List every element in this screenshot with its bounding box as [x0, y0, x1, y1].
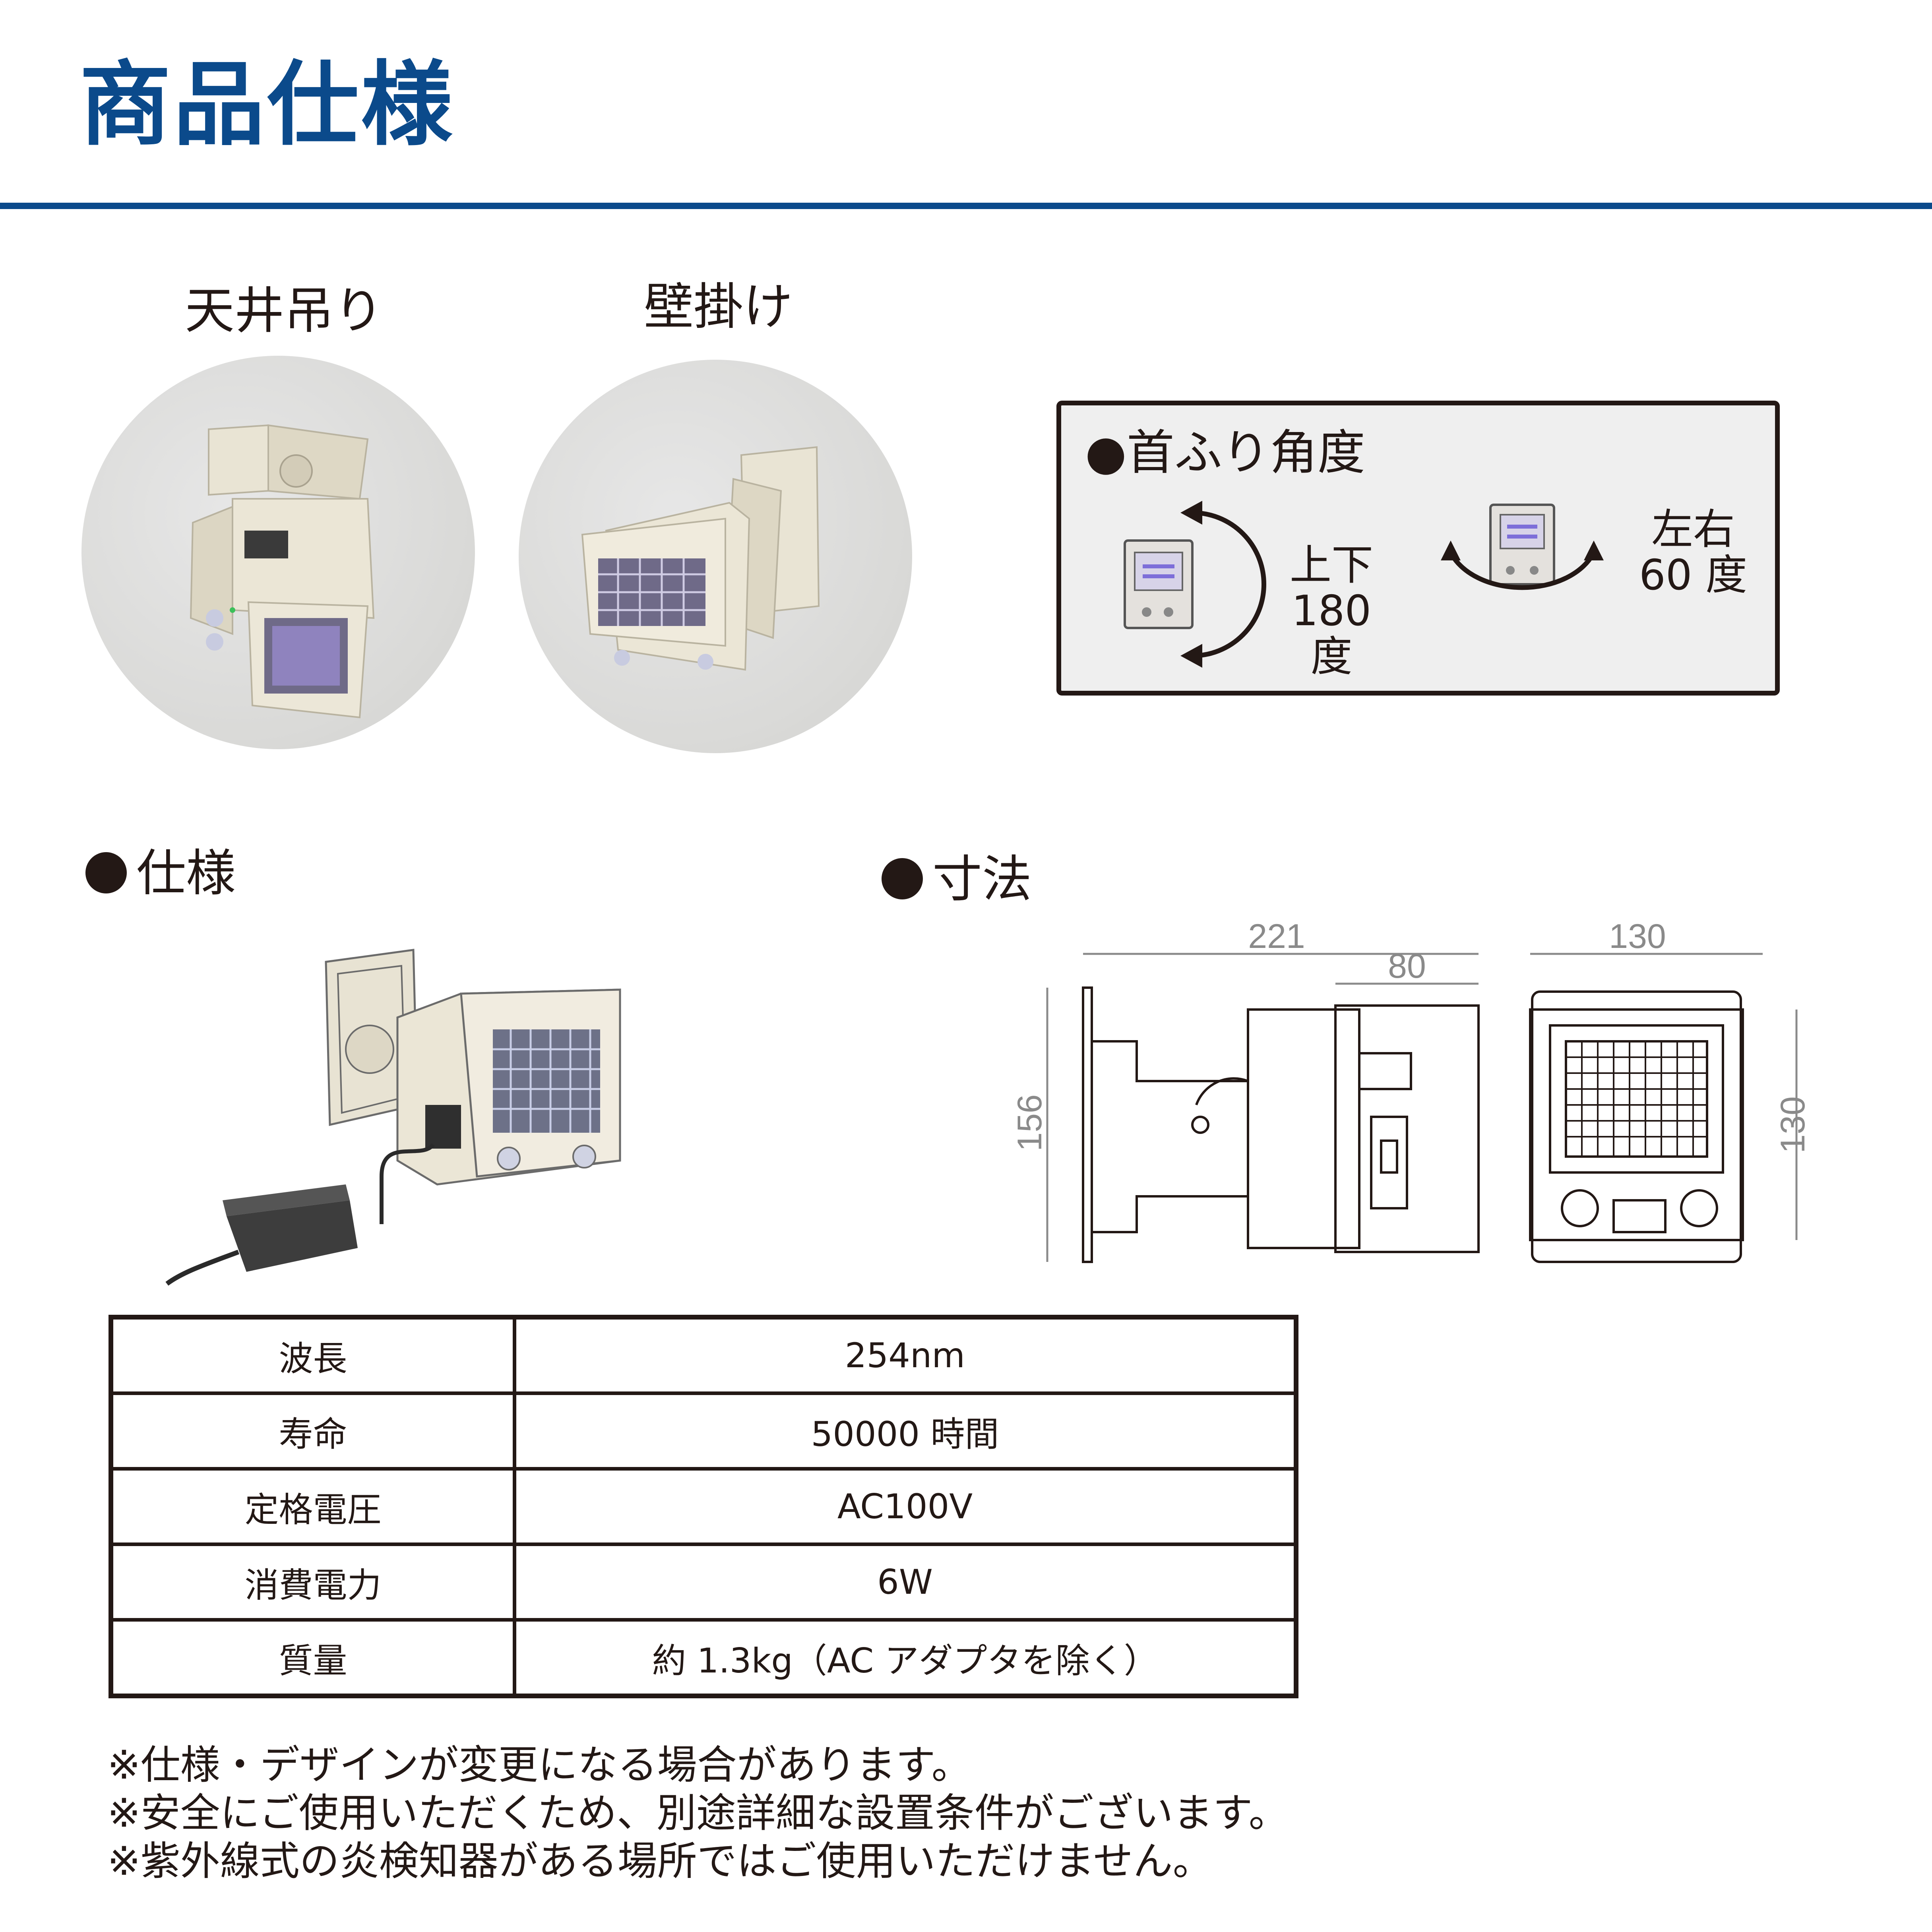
table-row: 定格電圧 AC100V	[109, 1467, 1298, 1546]
vertical-angle-label: 上下 180 度	[1268, 543, 1395, 680]
horizontal-degrees: 60 度	[1639, 551, 1747, 599]
swivel-angle-panel: ●首ふり角度 上下 180 度 左右 60 度	[1056, 401, 1780, 696]
table-row: 消費電力 6W	[109, 1542, 1298, 1622]
spec-value: 50000 時間	[513, 1391, 1298, 1471]
spec-section-heading: 仕様	[85, 849, 236, 898]
spec-section-label: 仕様	[136, 845, 236, 902]
spec-label: 消費電力	[109, 1542, 516, 1622]
spec-label: 寿命	[109, 1391, 516, 1471]
ceiling-mount-photo	[81, 356, 475, 749]
table-row: 波長 254nm	[109, 1315, 1298, 1395]
note-line: ※仕様・デザインが変更になる場合があります。	[107, 1742, 971, 1788]
dim-side-depth: 80	[1388, 947, 1426, 985]
dimensions-section-label: 寸法	[932, 851, 1032, 908]
ceiling-mount-label: 天井吊り	[185, 282, 384, 340]
bullet-icon	[882, 858, 923, 899]
swivel-heading: ●首ふり角度	[1085, 425, 1365, 481]
table-row: 寿命 50000 時間	[109, 1391, 1298, 1471]
page-title: 商品仕様	[79, 52, 455, 158]
vertical-direction: 上下	[1289, 541, 1373, 589]
horizontal-angle-label: 左右 60 度	[1634, 507, 1753, 598]
spec-label: 波長	[109, 1315, 516, 1395]
product-with-adapter-image	[165, 949, 621, 1286]
spec-value: AC100V	[513, 1467, 1298, 1546]
spec-table: 波長 254nm 寿命 50000 時間 定格電圧 AC100V 消費電力 6W…	[109, 1315, 1298, 1698]
vertical-degrees: 180 度	[1291, 587, 1372, 681]
spec-value: 6W	[513, 1542, 1298, 1622]
horizontal-swivel-icon	[1441, 504, 1604, 590]
notes: ※仕様・デザインが変更になる場合があります。 ※安全にご使用いただくため、別途詳…	[107, 1741, 1289, 1885]
dimension-drawing: 221 80 156 130 130	[1011, 922, 1812, 1263]
dim-front-height: 130	[1774, 1096, 1812, 1153]
dim-side-height: 156	[1011, 1094, 1049, 1151]
spec-label: 質量	[109, 1618, 516, 1698]
dimensions-section-heading: 寸法	[882, 855, 1032, 904]
spec-value: 約 1.3kg（AC アダプタを除く）	[513, 1618, 1298, 1698]
dim-side-width: 221	[1248, 922, 1305, 955]
spec-value: 254nm	[513, 1315, 1298, 1395]
wall-mount-label: 壁掛け	[644, 278, 793, 336]
wall-mount-photo	[519, 360, 912, 753]
horizontal-direction: 左右	[1651, 505, 1735, 554]
note-line: ※紫外線式の炎検知器がある場所ではご使用いただけません。	[107, 1838, 1213, 1884]
table-row: 質量 約 1.3kg（AC アダプタを除く）	[109, 1618, 1298, 1698]
note-line: ※安全にご使用いただくため、別途詳細な設置条件がございます。	[107, 1790, 1289, 1836]
spec-label: 定格電圧	[109, 1467, 516, 1546]
header-rule	[0, 203, 1932, 209]
bullet-icon	[85, 852, 127, 893]
dim-front-width: 130	[1609, 922, 1666, 955]
vertical-swivel-icon	[1124, 501, 1266, 668]
